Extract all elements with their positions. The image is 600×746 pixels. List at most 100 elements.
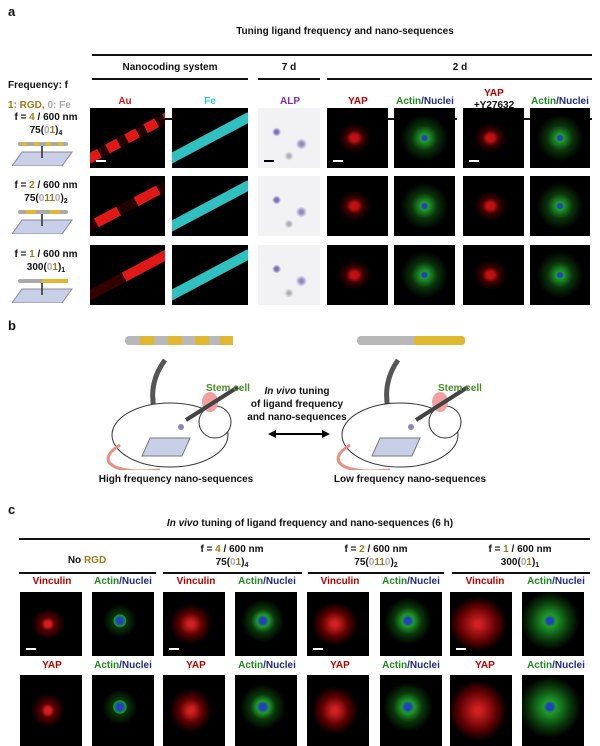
group-2d: 2 d	[452, 62, 468, 73]
double-arrow-icon	[268, 430, 330, 438]
panel-b-letter: b	[8, 318, 16, 333]
micrograph-vinculin	[450, 592, 512, 656]
rgd-text: RGD	[83, 555, 107, 566]
fe-bit: 0	[46, 262, 53, 273]
left-caption: High frequency nano-sequences	[98, 474, 254, 485]
f-value: 2	[29, 180, 35, 191]
nuclei-label: Nuclei	[121, 660, 152, 671]
code-prefix: 75(	[354, 557, 369, 568]
slash: /	[407, 576, 410, 587]
micrograph-vinculin	[307, 592, 369, 656]
divider	[308, 572, 444, 574]
scale-bar	[469, 160, 479, 162]
micrograph-actin-nuclei	[92, 592, 154, 656]
col-yap: YAP	[348, 96, 368, 107]
f-prefix: f =	[14, 249, 30, 260]
micrograph-actin-nuclei	[235, 675, 297, 746]
divider	[465, 118, 592, 120]
micrograph-actin-nuclei	[522, 675, 584, 746]
actin-label: Actin	[238, 660, 264, 671]
divider	[19, 572, 156, 574]
col-actin-nuclei: Actin/Nuclei	[94, 576, 152, 588]
col-actin-nuclei: Actin/Nuclei	[238, 576, 296, 588]
slash: /	[552, 576, 555, 587]
code-repeat: 4	[58, 130, 63, 137]
f-prefix: f =	[14, 112, 30, 123]
group-3-frequency: f = 1 / 600 nm	[488, 544, 551, 556]
nuclei-label: Nuclei	[265, 576, 296, 587]
slash: /	[556, 96, 559, 107]
col-alp: ALP	[280, 96, 300, 107]
micrograph-yap	[450, 675, 512, 746]
code-repeat: 1	[61, 267, 66, 274]
micrograph-fe	[172, 245, 248, 305]
micrograph-actin-nuclei	[380, 675, 442, 746]
f-prefix: f =	[344, 544, 360, 555]
row-1-sequence-code: 75(01)4	[30, 125, 63, 140]
micrograph-fe	[172, 108, 248, 168]
nuclei-label: Nuclei	[409, 660, 440, 671]
legend-title: Frequency: f	[8, 80, 69, 91]
legend-fe: : Fe	[53, 100, 71, 111]
micrograph-alp	[258, 108, 320, 168]
col-actin-nuclei: Actin/Nuclei	[382, 576, 440, 588]
group-7d: 7 d	[281, 62, 297, 73]
right-caption: Low frequency nano-sequences	[333, 474, 487, 485]
code-repeat: 1	[535, 562, 540, 569]
micrograph-yap	[327, 108, 388, 168]
panel-a-title: Tuning ligand frequency and nano-sequenc…	[236, 26, 454, 37]
scale-bar	[26, 648, 36, 650]
in-vivo-italic: In vivo	[264, 386, 297, 397]
f-period: / 600 nm	[34, 249, 78, 260]
f-period: / 600 nm	[508, 544, 552, 555]
code-repeat: 2	[393, 562, 398, 569]
code-suffix: )	[241, 557, 245, 568]
f-value: 4	[29, 112, 35, 123]
stem-cell-label-right: Stem cell	[438, 383, 482, 394]
code-suffix: )	[531, 557, 536, 568]
micrograph-yap-y27632	[463, 108, 524, 168]
group-1-sequence-code: 75(01)4	[216, 557, 249, 572]
col-y27632: +Y27632	[473, 100, 515, 111]
row-3-frequency: f = 1 / 600 nm	[14, 249, 77, 261]
actin-label: Actin	[382, 576, 408, 587]
code-prefix: 300(	[500, 557, 521, 568]
actin-label: Actin	[527, 576, 553, 587]
scale-bar	[313, 648, 323, 650]
actin-label: Actin	[531, 96, 557, 107]
group-2-frequency: f = 2 / 600 nm	[344, 544, 407, 556]
rgd-bit: 1	[374, 557, 380, 568]
col-yap: YAP	[186, 660, 206, 671]
micrograph-actin-2	[530, 245, 590, 305]
micrograph-fe	[172, 176, 248, 236]
in-vivo-italic: In vivo	[166, 518, 199, 529]
micrograph-yap	[163, 675, 225, 746]
f-value: 4	[215, 544, 221, 555]
group-no-rgd: No RGD	[68, 555, 106, 567]
divider	[92, 54, 592, 56]
legend-one: 1	[8, 100, 14, 111]
micrograph-yap	[307, 675, 369, 746]
code-suffix: )	[57, 262, 62, 273]
scale-bar	[169, 648, 179, 650]
tuning-text: tuning	[296, 386, 330, 397]
f-prefix: f =	[488, 544, 504, 555]
f-period: / 600 nm	[220, 544, 264, 555]
actin-label: Actin	[527, 660, 553, 671]
divider	[258, 78, 320, 80]
group-1-frequency: f = 4 / 600 nm	[200, 544, 263, 556]
actin-label: Actin	[382, 660, 408, 671]
center-text-2: of ligand frequency	[250, 399, 344, 410]
col-actin-nuclei: Actin/Nuclei	[238, 660, 296, 672]
col-actin-nuclei: Actin/Nuclei	[396, 96, 454, 108]
group-3-sequence-code: 300(01)1	[501, 557, 539, 572]
col-vinculin: Vinculin	[32, 576, 72, 587]
slash: /	[263, 660, 266, 671]
no-text: No	[67, 555, 84, 566]
legend-zero: 0	[47, 100, 54, 111]
legend-rgd: : RGD,	[13, 100, 48, 111]
micrograph-actin-nuclei	[380, 592, 442, 656]
divider	[327, 118, 457, 120]
code-suffix: )	[55, 125, 59, 136]
